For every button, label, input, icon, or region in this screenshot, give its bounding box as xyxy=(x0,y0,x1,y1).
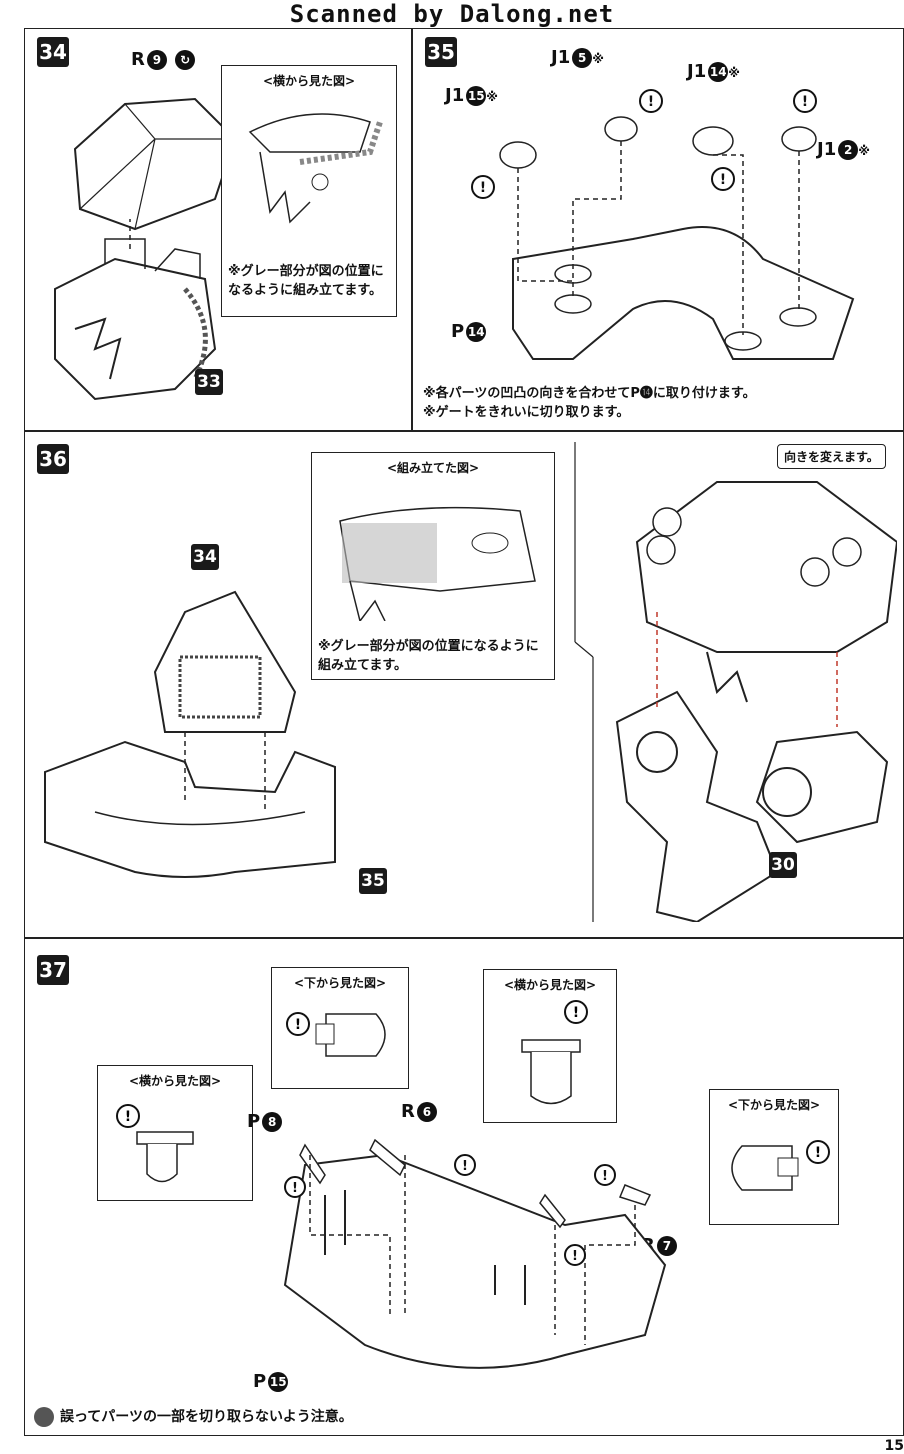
bottom-view-callout-right: <下から見た図> ! xyxy=(709,1089,839,1225)
caution-note: 誤ってパーツの一部を切り取らないよう注意。 xyxy=(34,1406,353,1427)
step-36-left-assembly xyxy=(44,590,336,878)
assembly-ref-30: 30 xyxy=(769,852,797,878)
step-number: 35 xyxy=(425,37,457,67)
svg-text:!: ! xyxy=(295,1017,301,1033)
svg-text:!: ! xyxy=(648,94,654,110)
assembled-view-illustration xyxy=(339,506,536,621)
callout-title: <下から見た図> xyxy=(727,1098,821,1112)
step-number: 37 xyxy=(37,955,69,985)
side-view-left-illustration: ! xyxy=(116,1104,194,1183)
step-36-panel: 36 34 35 <組み立てた図> ※グレー部分が図の位置になるように 組み立て… xyxy=(24,431,904,938)
side-view-right-illustration: ! xyxy=(521,1000,588,1105)
assembly-ref-35: 35 xyxy=(359,868,387,894)
step-37-panel: 37 <下から見た図> ! <横から見た図> ! <横から見た図> ! <下から… xyxy=(24,938,904,1436)
part-number-badge: 9 xyxy=(146,50,167,70)
bottom-view-right-illustration: ! xyxy=(731,1140,830,1191)
page-number: 15 xyxy=(884,1438,904,1454)
step-number: 34 xyxy=(37,37,69,67)
assembled-view-callout: <組み立てた図> ※グレー部分が図の位置になるように 組み立てます。 xyxy=(311,452,555,680)
step-36-note: ※グレー部分が図の位置になるように 組み立てます。 xyxy=(318,639,539,673)
bottom-view-callout-left: <下から見た図> ! xyxy=(271,967,409,1089)
caution-cut-icon xyxy=(34,1407,54,1427)
svg-text:!: ! xyxy=(802,94,808,110)
svg-text:!: ! xyxy=(720,172,726,188)
callout-title: <下から見た図> xyxy=(293,976,387,990)
step-36-divider xyxy=(574,442,594,922)
bottom-view-left-illustration: ! xyxy=(286,1012,386,1057)
callout-title: <横から見た図> xyxy=(503,978,597,992)
side-view-callout: <横から見た図> ※グレー部分が図の位置に なるように組み立てます。 xyxy=(221,65,397,317)
svg-text:!: ! xyxy=(572,1249,578,1264)
step-34-note: ※グレー部分が図の位置に なるように組み立てます。 xyxy=(228,264,384,298)
assembly-ref-34: 34 xyxy=(191,544,219,570)
rotate-direction-tag: 向きを変えます。 xyxy=(777,444,886,469)
svg-text:!: ! xyxy=(573,1005,579,1021)
svg-text:!: ! xyxy=(480,180,486,196)
callout-title: <横から見た図> xyxy=(262,74,356,88)
svg-text:!: ! xyxy=(125,1109,131,1125)
svg-text:!: ! xyxy=(602,1169,608,1184)
callout-title: <横から見た図> xyxy=(128,1074,222,1088)
step-35-note: ※各パーツの凹凸の向きを合わせてP⓮に取り付けます。 ※ゲートをきれいに切り取り… xyxy=(423,386,756,420)
svg-text:!: ! xyxy=(292,1181,298,1196)
side-view-illustration xyxy=(248,113,383,224)
side-view-callout-left: <横から見た図> ! xyxy=(97,1065,253,1201)
side-view-callout-right: <横から見た図> ! xyxy=(483,969,617,1123)
cut-gate-icon: ↻ xyxy=(175,50,196,70)
assembly-ref-33: 33 xyxy=(195,369,223,395)
step-37-main-assembly: !!!! xyxy=(283,1138,667,1369)
callout-title: <組み立てた図> xyxy=(386,461,480,475)
scan-credit: Scanned by Dalong.net xyxy=(289,0,615,28)
step-number: 36 xyxy=(37,444,69,474)
head-cover-part xyxy=(73,97,237,231)
cap-parts-illustration: !!!! xyxy=(471,89,855,360)
step-36-right-assembly xyxy=(615,481,897,922)
svg-text:!: ! xyxy=(815,1145,821,1161)
svg-text:!: ! xyxy=(462,1159,468,1174)
